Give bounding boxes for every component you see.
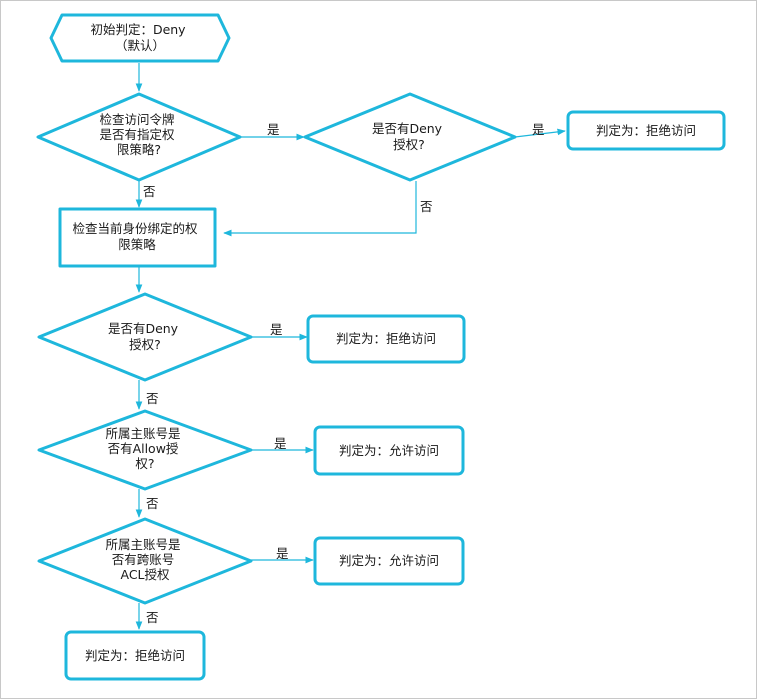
owner-allow-diamond xyxy=(37,409,253,491)
check-identity-box xyxy=(58,207,217,268)
owner-acl-diamond xyxy=(37,517,253,605)
shapes xyxy=(36,13,726,681)
no-label-identitydeny: 否 xyxy=(146,391,159,406)
connectors xyxy=(135,63,566,630)
yes-label-token: 是 xyxy=(267,122,280,137)
reject-box-1 xyxy=(566,110,726,151)
owner-acl-label: 所属主账号是 否有跨账号 ACL授权 xyxy=(106,537,185,582)
yes-label-ownerallow: 是 xyxy=(274,436,287,451)
reject-1-label: 判定为：拒绝访问 xyxy=(596,123,696,138)
yes-label-identitydeny: 是 xyxy=(270,322,283,337)
no-label-owneracl: 否 xyxy=(146,610,159,625)
yes-label-owneracl: 是 xyxy=(276,546,289,561)
allow-2-label: 判定为：允许访问 xyxy=(339,553,439,568)
allow-box-2 xyxy=(313,536,465,586)
allow-1-label: 判定为：允许访问 xyxy=(339,443,439,458)
yes-label-tokendeny: 是 xyxy=(532,122,545,137)
edge-tokendeny-to-identity xyxy=(223,181,417,237)
check-identity-label: 检查当前身份绑定的权 限策略 xyxy=(73,221,202,252)
token-deny-label: 是否有Deny 授权? xyxy=(372,121,446,152)
check-token-diamond xyxy=(36,92,242,182)
edge-labels: 是 是 否 否 是 否 是 否 是 否 xyxy=(143,122,545,625)
start-label: 初始判定：Deny （默认） xyxy=(90,22,189,53)
reject-box-2 xyxy=(306,314,466,364)
identity-deny-diamond xyxy=(37,292,253,382)
reject-final-box xyxy=(64,630,206,681)
check-token-label: 检查访问令牌 是否有指定权 限策略? xyxy=(100,112,179,157)
start-hexagon xyxy=(49,13,231,63)
node-labels: 初始判定：Deny （默认） 检查访问令牌 是否有指定权 限策略? 是否有Den… xyxy=(73,22,697,663)
reject-final-label: 判定为：拒绝访问 xyxy=(85,648,185,663)
reject-2-label: 判定为：拒绝访问 xyxy=(336,331,436,346)
edge-tokendeny-to-reject1 xyxy=(514,128,566,138)
token-deny-diamond xyxy=(303,92,517,182)
no-label-tokendeny: 否 xyxy=(420,199,433,214)
no-label-token: 否 xyxy=(143,184,156,199)
identity-deny-label: 是否有Deny 授权? xyxy=(108,321,182,352)
owner-allow-label: 所属主账号是 否有Allow授 权? xyxy=(106,426,185,471)
allow-box-1 xyxy=(313,425,465,476)
no-label-ownerallow: 否 xyxy=(146,496,159,511)
